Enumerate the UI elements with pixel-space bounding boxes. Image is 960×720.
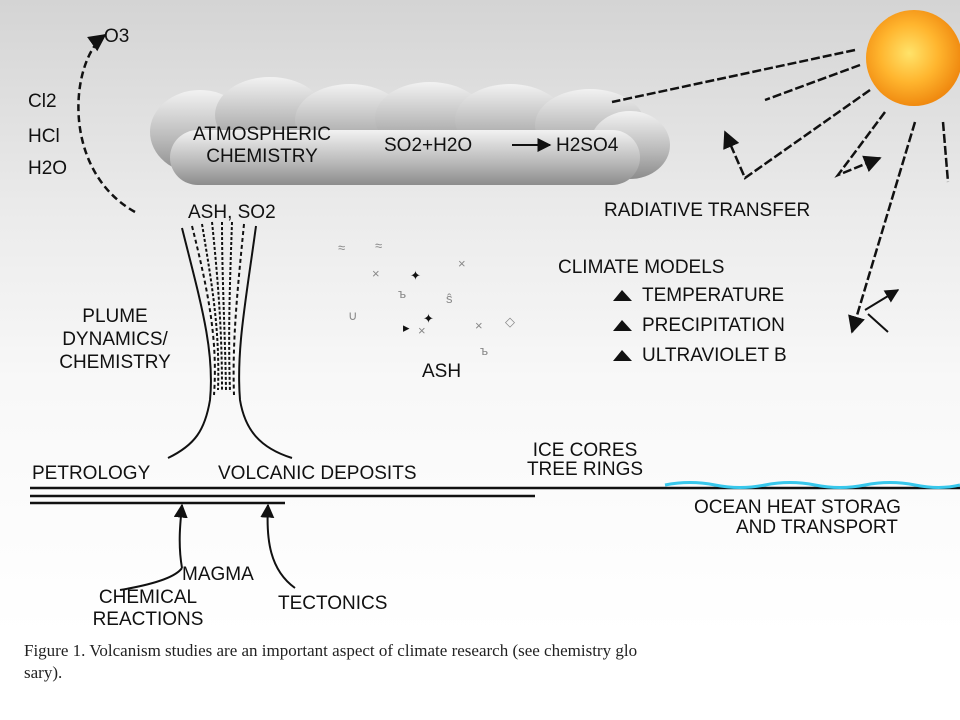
reaction-left: SO2+H2O xyxy=(384,135,472,156)
ground-lines xyxy=(30,486,960,505)
sun-icon xyxy=(866,10,960,106)
tectonics-label: TECTONICS xyxy=(278,593,387,614)
chemical-label-line2: REACTIONS xyxy=(93,609,204,630)
svg-text:×: × xyxy=(458,256,466,271)
ocean-label-line2: AND TRANSPORT xyxy=(736,517,898,538)
climate-item-uvb: ULTRAVIOLET B xyxy=(642,345,787,366)
scatter-arrows xyxy=(864,289,900,333)
magma-label: MAGMA xyxy=(182,564,254,585)
gas-cl2: Cl2 xyxy=(28,91,57,112)
cloud-title-line1: ATMOSPHERIC xyxy=(193,124,331,145)
climate-item-temperature: TEMPERATURE xyxy=(642,285,784,306)
svg-text:◇: ◇ xyxy=(505,314,515,329)
caption-line1: Figure 1. Volcanism studies are an impor… xyxy=(24,641,638,660)
svg-text:×: × xyxy=(372,266,380,281)
diagram-graphics: ≈ ≈ × × ъ ŝ ∪ × ◇ × ъ ✦ ✦ ▸ xyxy=(28,10,960,630)
svg-text:ъ: ъ xyxy=(398,286,406,301)
svg-text:≈: ≈ xyxy=(338,240,345,255)
magma-arrows xyxy=(119,503,296,591)
svg-text:✦: ✦ xyxy=(423,311,434,326)
volcanic-deposits-label: VOLCANIC DEPOSITS xyxy=(218,463,417,484)
plume-label-line3: CHEMISTRY xyxy=(59,352,171,373)
svg-text:✦: ✦ xyxy=(410,268,421,283)
plume-label-line2: DYNAMICS/ xyxy=(62,329,168,350)
svg-text:∪: ∪ xyxy=(348,308,358,323)
climate-models-title: CLIMATE MODELS xyxy=(558,257,724,278)
ash-particles: ≈ ≈ × × ъ ŝ ∪ × ◇ × ъ ✦ ✦ ▸ xyxy=(338,238,515,358)
radiative-transfer-label: RADIATIVE TRANSFER xyxy=(604,200,810,221)
chemical-label-line1: CHEMICAL xyxy=(99,587,197,608)
plume-lines xyxy=(167,221,293,459)
gas-o3: O3 xyxy=(104,26,129,47)
tree-rings-label: TREE RINGS xyxy=(527,459,643,480)
ash-so2-label: ASH, SO2 xyxy=(188,202,276,223)
svg-text:×: × xyxy=(475,318,483,333)
petrology-label: PETROLOGY xyxy=(32,463,151,484)
plume-label-line1: PLUME xyxy=(82,306,147,327)
gas-h2o: H2O xyxy=(28,158,67,179)
svg-text:×: × xyxy=(418,323,426,338)
climate-item-precipitation: PRECIPITATION xyxy=(642,315,785,336)
ice-cores-label: ICE CORES xyxy=(533,440,638,461)
sun-rays xyxy=(611,48,950,334)
svg-text:≈: ≈ xyxy=(375,238,382,253)
gas-hcl: HCl xyxy=(28,126,60,147)
climate-bullets xyxy=(613,290,632,361)
gas-arrow xyxy=(77,33,136,214)
reaction-right: H2SO4 xyxy=(556,135,619,156)
ocean-waves xyxy=(664,481,960,489)
caption-line2: sary). xyxy=(24,663,63,682)
cloud-title-line2: CHEMISTRY xyxy=(206,146,318,167)
ash-label: ASH xyxy=(422,361,461,382)
figure-caption: Figure 1. Volcanism studies are an impor… xyxy=(24,640,954,684)
ocean-label-line1: OCEAN HEAT STORAG xyxy=(694,497,901,518)
svg-text:ъ: ъ xyxy=(480,343,488,358)
svg-text:ŝ: ŝ xyxy=(446,291,453,306)
svg-text:▸: ▸ xyxy=(403,320,410,335)
